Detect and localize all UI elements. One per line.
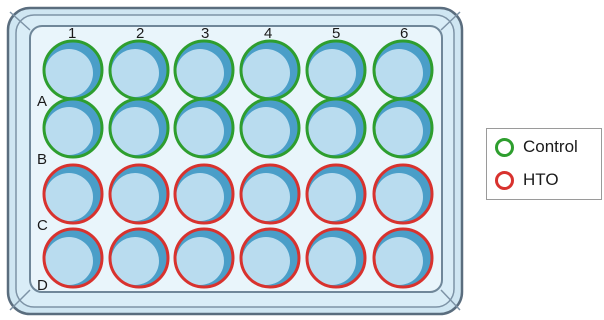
well-D6 xyxy=(374,229,432,287)
legend-item-hto: HTO xyxy=(495,169,559,191)
well-B2 xyxy=(110,99,168,157)
hto-swatch-icon xyxy=(495,171,514,190)
legend-item-control: Control xyxy=(495,136,578,158)
legend: Control HTO xyxy=(486,128,602,200)
well-A1 xyxy=(44,41,102,99)
well-C3 xyxy=(175,165,233,223)
well-A2 xyxy=(110,41,168,99)
legend-label-control: Control xyxy=(523,137,578,157)
row-label: C xyxy=(37,218,48,233)
legend-label-hto: HTO xyxy=(523,170,559,190)
column-label: 2 xyxy=(136,26,144,41)
row-label: D xyxy=(37,278,48,293)
well-C2 xyxy=(110,165,168,223)
well-D2 xyxy=(110,229,168,287)
well-A6 xyxy=(374,41,432,99)
well-D5 xyxy=(307,229,365,287)
well-C6 xyxy=(374,165,432,223)
well-D1 xyxy=(44,229,102,287)
well-D4 xyxy=(241,229,299,287)
well-A4 xyxy=(241,41,299,99)
control-swatch-icon xyxy=(495,138,514,157)
row-label: B xyxy=(37,152,47,167)
column-label: 1 xyxy=(68,26,76,41)
well-B5 xyxy=(307,99,365,157)
well-B4 xyxy=(241,99,299,157)
column-label: 5 xyxy=(332,26,340,41)
well-A3 xyxy=(175,41,233,99)
well-A5 xyxy=(307,41,365,99)
well-B6 xyxy=(374,99,432,157)
well-B1 xyxy=(44,99,102,157)
well-D3 xyxy=(175,229,233,287)
row-label: A xyxy=(37,94,47,109)
well-B3 xyxy=(175,99,233,157)
well-C1 xyxy=(44,165,102,223)
well-C5 xyxy=(307,165,365,223)
column-label: 3 xyxy=(201,26,209,41)
well-C4 xyxy=(241,165,299,223)
column-label: 4 xyxy=(264,26,272,41)
column-label: 6 xyxy=(400,26,408,41)
